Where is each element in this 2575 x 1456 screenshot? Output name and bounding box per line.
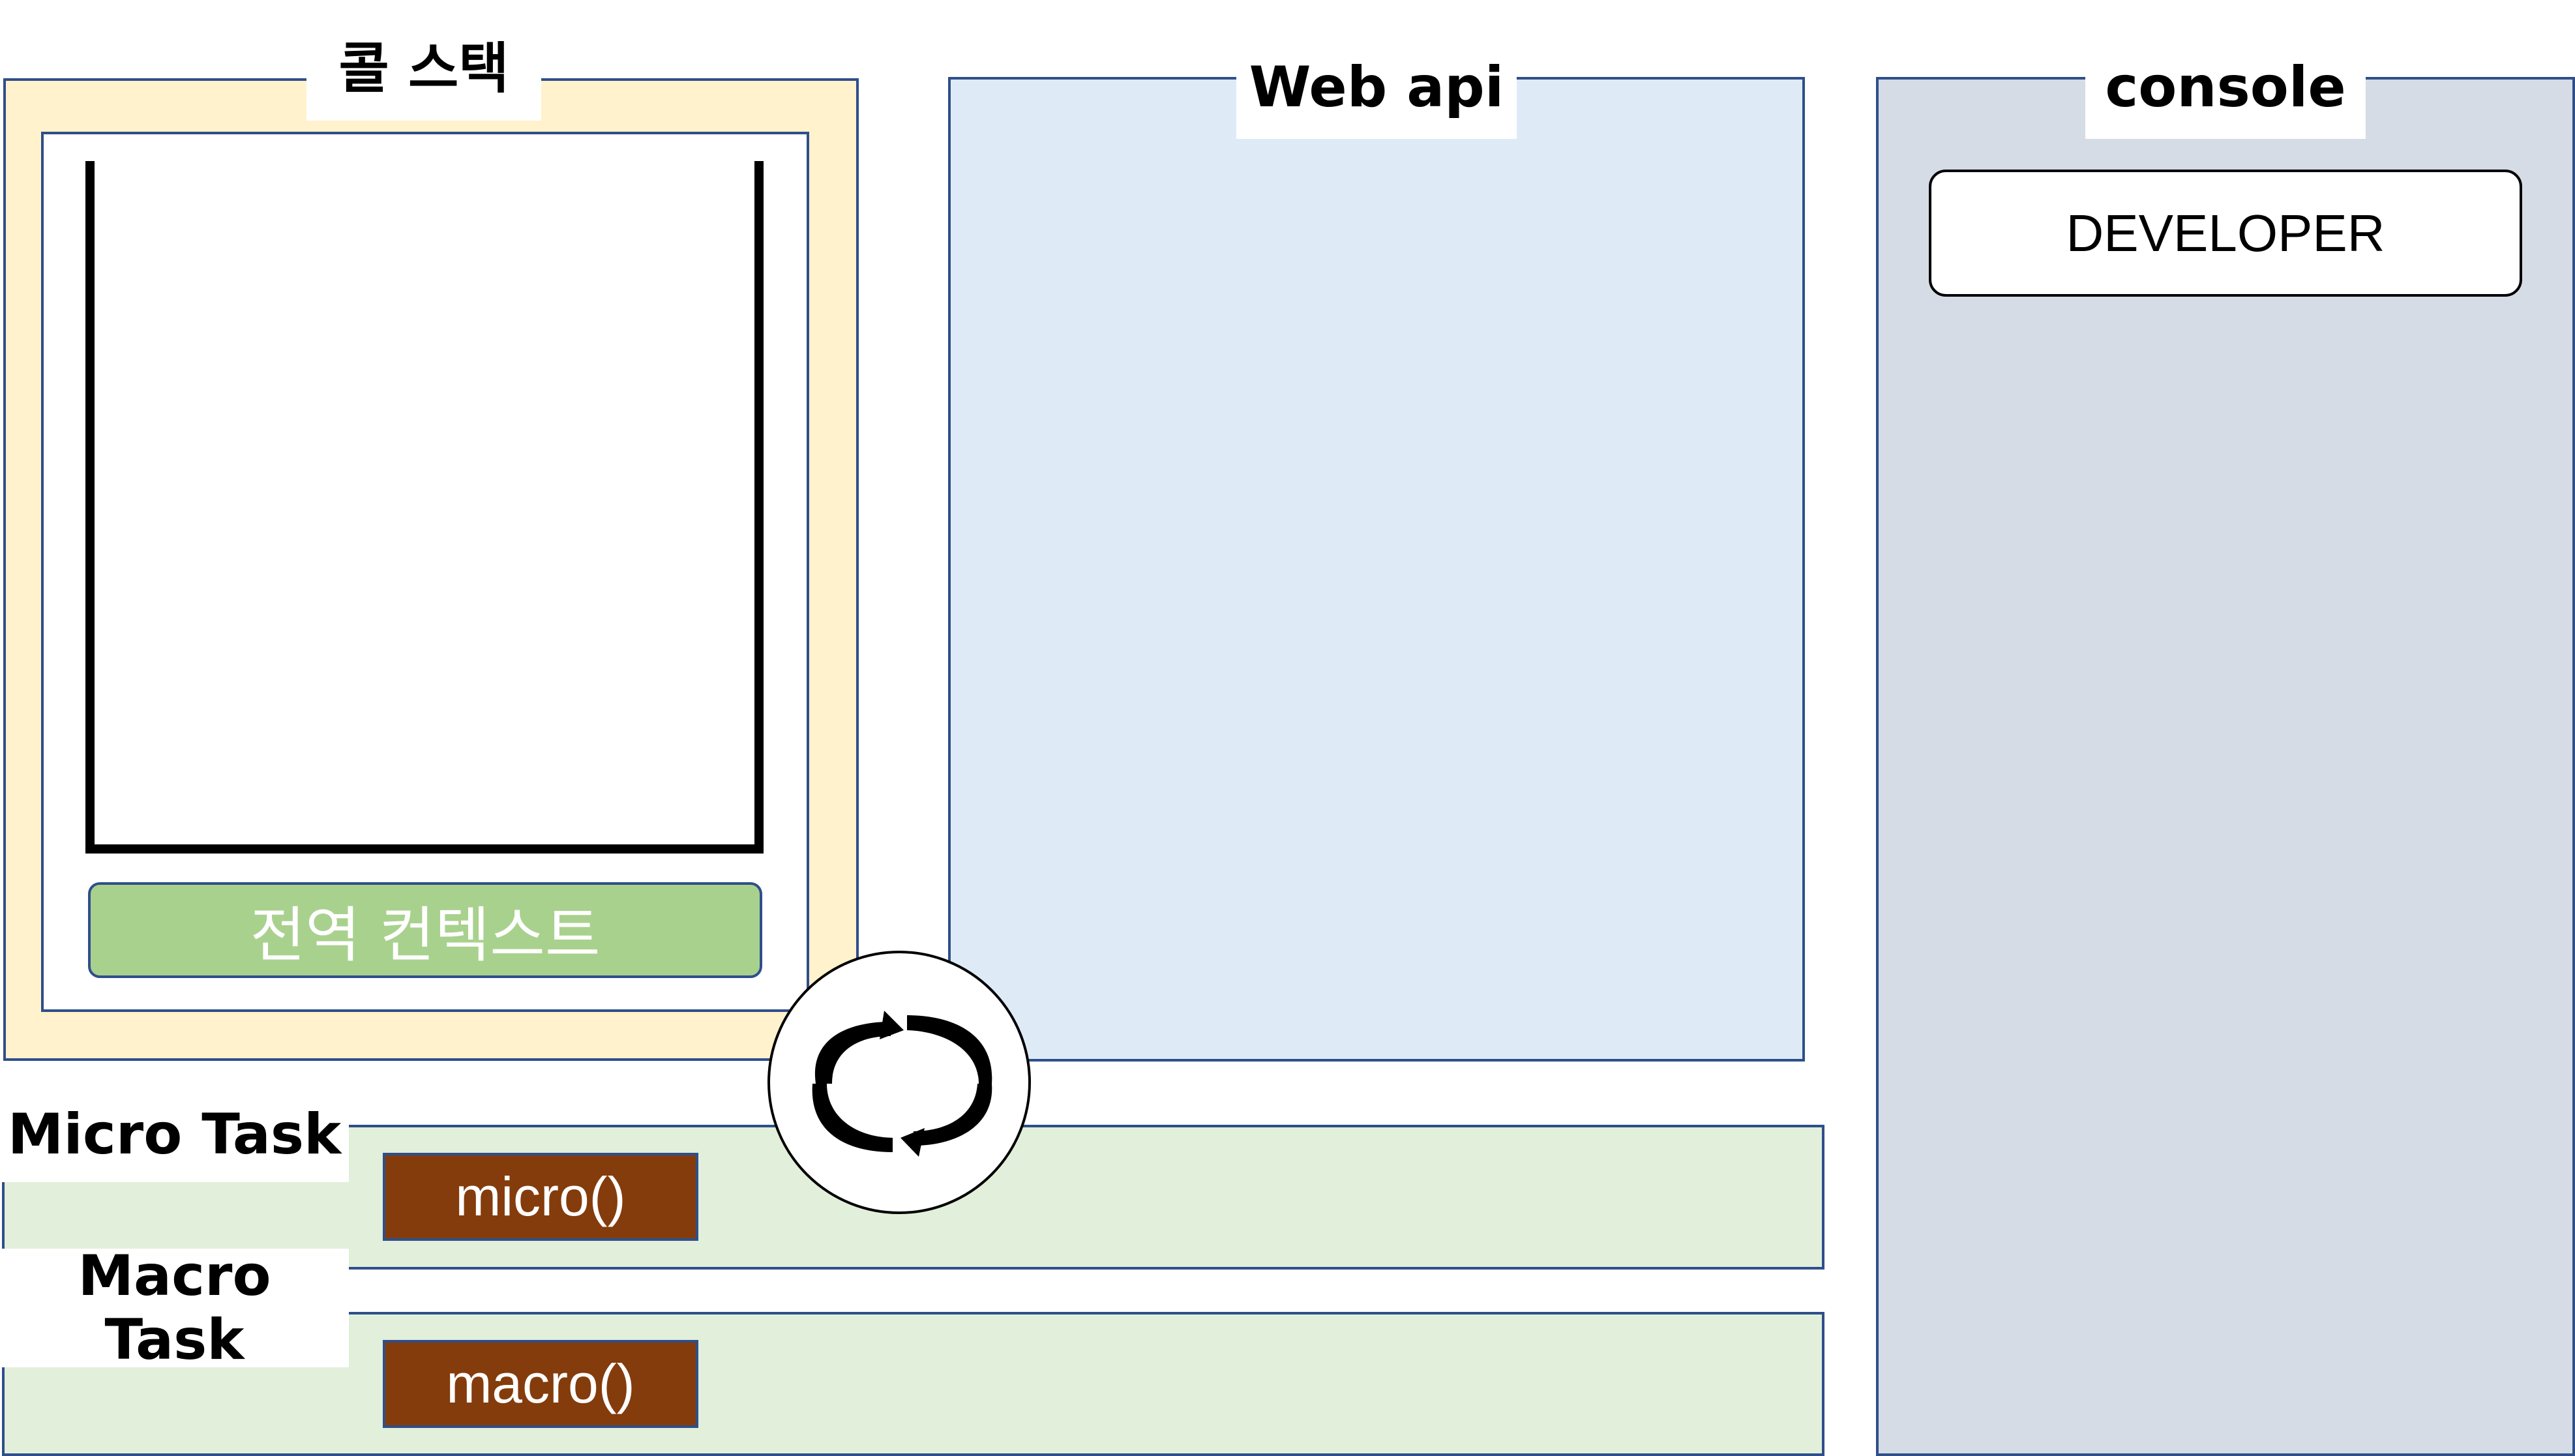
stack-wall-left [85,161,95,854]
event-loop-circle [767,951,1031,1214]
console-title: console [2085,36,2366,139]
refresh-cycle-icon [812,1011,992,1157]
macro-task-title: Macro Task [0,1244,349,1372]
stack-floor [85,844,764,854]
micro-task-title: Micro Task [0,1088,349,1182]
web-api-title: Web api [1236,36,1517,139]
macro-task-item: macro() [383,1340,698,1428]
stack-wall-right [754,161,764,854]
call-stack-frame [41,132,809,1012]
global-context-block: 전역 컨텍스트 [88,882,762,978]
console-panel [1876,77,2575,1456]
call-stack-title: 콜 스택 [306,16,541,121]
console-entry: DEVELOPER [1929,170,2522,297]
micro-task-item: micro() [383,1153,698,1241]
web-api-panel [948,77,1805,1062]
